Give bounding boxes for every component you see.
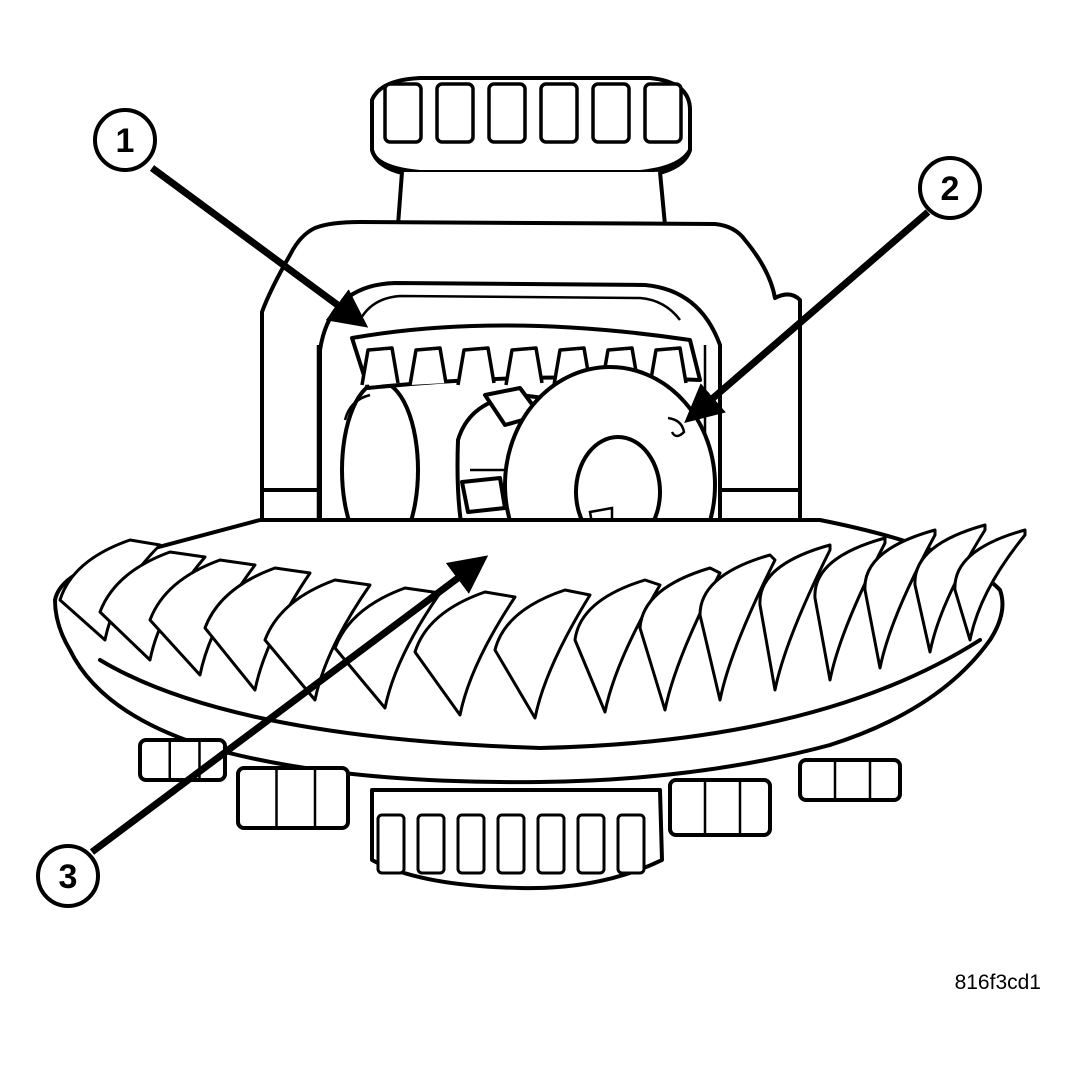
callout-1: 1	[93, 108, 157, 172]
arrow-3	[89, 555, 489, 855]
bottom-spline	[376, 813, 406, 875]
ring-gear-tooth	[148, 558, 257, 677]
ring-gear-tooth	[203, 566, 312, 692]
leader-arrows	[89, 165, 931, 855]
ring-gear-tooth	[698, 553, 777, 702]
ring-gear-tooth	[758, 543, 832, 692]
bottom-bearing-hub	[370, 788, 664, 891]
bolt-head	[668, 778, 772, 837]
top-bearing-hub	[370, 76, 692, 227]
figure-id-label: 816f3cd1	[954, 971, 1041, 994]
top-spline	[383, 82, 423, 144]
top-spline	[539, 82, 579, 144]
bottom-spline	[416, 813, 446, 875]
bottom-spline	[536, 813, 566, 875]
ring-gear	[53, 518, 1027, 785]
callout-2: 2	[918, 156, 982, 220]
side-gear-tooth	[504, 346, 544, 386]
top-spline	[591, 82, 631, 144]
top-spline	[643, 82, 683, 144]
bolt-head	[236, 766, 350, 830]
side-gear-tooth	[456, 346, 496, 386]
ring-gear-tooth	[413, 590, 517, 717]
callout-1-number: 1	[116, 122, 135, 160]
callout-2-number: 2	[941, 170, 960, 208]
top-spline	[487, 82, 527, 144]
bottom-spline	[616, 813, 646, 875]
ring-gear-tooth	[573, 578, 662, 714]
arrow-1	[149, 165, 369, 328]
bolt-head	[798, 758, 902, 802]
bottom-spline	[456, 813, 486, 875]
bottom-spline	[576, 813, 606, 875]
ring-gear-tooth	[493, 588, 592, 720]
ring-gear-tooth	[953, 528, 1027, 642]
side-gear-tooth	[360, 346, 400, 386]
side-gear-tooth	[408, 346, 448, 386]
ring-gear-tooth	[98, 550, 207, 662]
side-gear-tooth	[648, 346, 688, 386]
arrow-2	[684, 209, 931, 424]
callout-3: 3	[36, 844, 100, 908]
callout-3-number: 3	[59, 858, 78, 896]
ring-gear-tooth	[863, 528, 937, 670]
top-spline	[435, 82, 475, 144]
bottom-spline	[496, 813, 526, 875]
